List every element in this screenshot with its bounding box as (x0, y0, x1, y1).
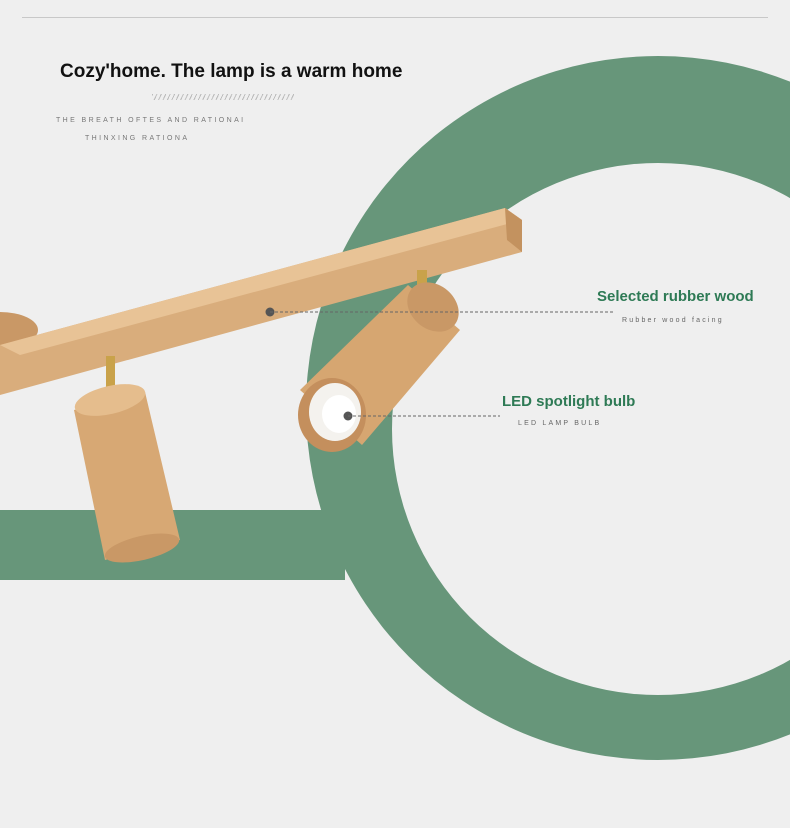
lamp-image (0, 208, 522, 563)
hatch-decoration (152, 94, 294, 100)
subtitle-line-1: THE BREATH OFTES AND RATIONAI (56, 117, 246, 124)
top-divider (22, 17, 768, 18)
subtitle-line-2: THINXING RATIONA (85, 135, 190, 142)
callout-lines (265, 307, 615, 421)
callout-bulb-caption: LED LAMP BULB (518, 420, 602, 427)
callout-bulb-title: LED spotlight bulb (502, 393, 636, 410)
callout-wood-title: Selected rubber wood (597, 288, 754, 305)
page-title: Cozy'home. The lamp is a warm home (60, 61, 403, 82)
callout-wood-caption: Rubber wood facing (622, 317, 724, 324)
